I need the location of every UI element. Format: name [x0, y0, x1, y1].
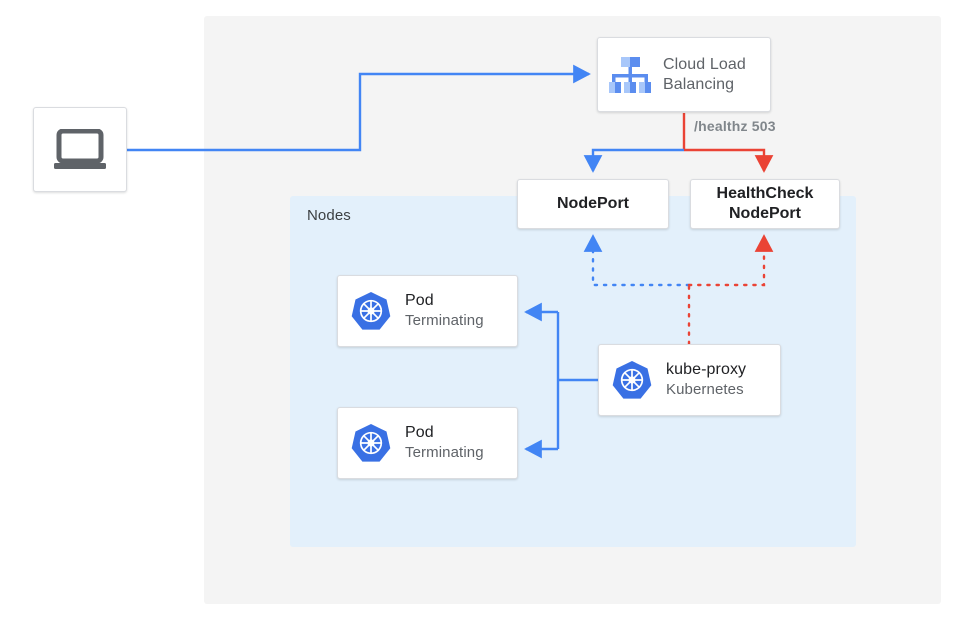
kubernetes-icon	[351, 292, 391, 330]
client-node[interactable]	[33, 107, 127, 192]
kube-proxy-node[interactable]: kube-proxy Kubernetes	[598, 344, 781, 416]
healthcheck-nodeport-service-node[interactable]: HealthCheck NodePort	[690, 179, 840, 229]
cloud-load-balancing-node[interactable]: Cloud Load Balancing	[597, 37, 771, 112]
nodeport-service-node[interactable]: NodePort	[517, 179, 669, 229]
lb-label-line2: Balancing	[663, 75, 735, 93]
kubernetes-icon	[612, 361, 652, 399]
kube-proxy-title: kube-proxy	[666, 361, 747, 378]
healthcheck-nodeport-label-line1: HealthCheck	[716, 185, 814, 202]
pod-text: Pod Terminating	[405, 423, 484, 463]
kube-proxy-subtitle: Kubernetes	[666, 381, 744, 398]
lb-label-line1: Cloud Load	[663, 55, 746, 73]
pod-node[interactable]: Pod Terminating	[337, 407, 518, 479]
pod-node[interactable]: Pod Terminating	[337, 275, 518, 347]
pod-title: Pod	[405, 292, 434, 309]
nodeport-label: NodePort	[557, 195, 629, 212]
nodes-panel-label: Nodes	[307, 207, 351, 224]
pod-text: Pod Terminating	[405, 291, 484, 331]
pod-status: Terminating	[405, 312, 484, 329]
laptop-icon	[54, 128, 106, 169]
healthcheck-nodeport-label: HealthCheck NodePort	[717, 184, 814, 224]
healthz-edge-label: /healthz 503	[694, 118, 776, 134]
cloud-load-balancing-icon	[609, 56, 651, 93]
kubernetes-icon	[351, 424, 391, 462]
cloud-load-balancing-label: Cloud Load Balancing	[663, 55, 746, 95]
kube-proxy-text: kube-proxy Kubernetes	[666, 360, 746, 400]
pod-status: Terminating	[405, 444, 484, 461]
pod-title: Pod	[405, 424, 434, 441]
healthcheck-nodeport-label-line2: NodePort	[728, 205, 801, 222]
